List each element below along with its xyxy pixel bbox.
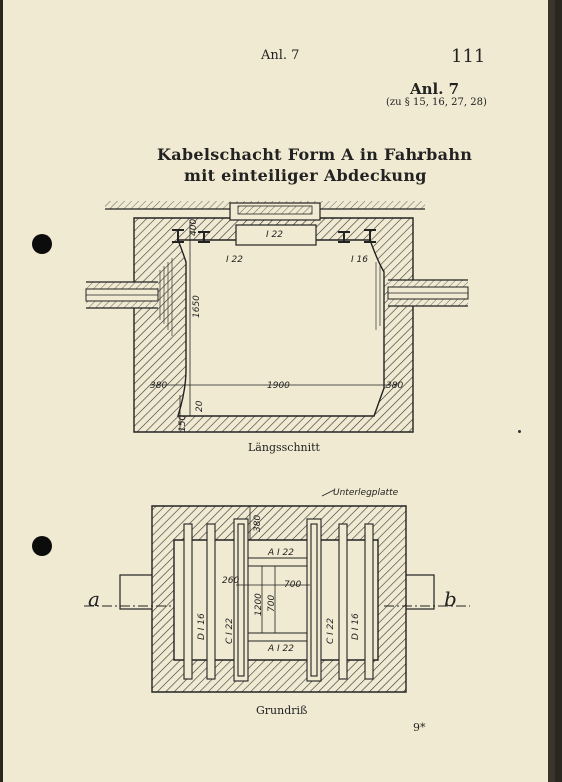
section-point-a: a xyxy=(88,587,100,611)
beam-label-c-left: C I 22 xyxy=(225,618,235,644)
beam-a-bottom xyxy=(243,632,311,642)
dim-left-wall: 380 xyxy=(150,381,167,391)
cable-duct-right xyxy=(387,279,469,307)
punch-hole-bottom xyxy=(32,536,52,556)
longitudinal-section: 400 1650 380 1900 380 20 150 I 22 I 22 I… xyxy=(85,201,469,433)
dim-700-v: 700 xyxy=(267,595,277,612)
plan-duct-left xyxy=(119,574,157,610)
beam-d-right xyxy=(364,523,374,680)
caption-plan: Grundriß xyxy=(256,704,308,717)
dim-1200: 1200 xyxy=(254,593,264,616)
beam-a-top xyxy=(243,557,311,567)
beam-left-2 xyxy=(206,523,216,680)
beam-right-2 xyxy=(338,523,348,680)
dim-260: 260 xyxy=(222,576,239,586)
page-number: 111 xyxy=(451,46,486,67)
floor-plan: Unterlegplatte 380 260 700 1200 700 A I … xyxy=(84,488,470,693)
drawing-subtitle: mit einteiliger Abdeckung xyxy=(184,166,427,185)
beam-label-a-bottom: A I 22 xyxy=(267,644,294,654)
shaft-walls xyxy=(133,217,414,433)
speck xyxy=(518,430,521,433)
technical-drawing: 400 1650 380 1900 380 20 150 I 22 I 22 I… xyxy=(84,201,470,693)
plan-duct-right xyxy=(403,574,435,610)
caption-section: Längsschnitt xyxy=(248,441,320,454)
beam-label-right: I 16 xyxy=(351,255,368,265)
dim-right-wall: 380 xyxy=(386,381,403,391)
beam-label-d-right: D I 16 xyxy=(351,613,361,640)
cover-beam-box xyxy=(235,224,317,246)
beam-label-left: I 22 xyxy=(226,255,243,265)
beam-c-right xyxy=(306,518,322,682)
beam-label-a-top: A I 22 xyxy=(267,548,294,558)
dim-380: 380 xyxy=(253,515,263,532)
running-header: Anl. 7 xyxy=(261,48,300,63)
label-unterlegplatte: Unterlegplatte xyxy=(333,488,399,498)
dim-inner-width: 1900 xyxy=(267,381,290,391)
document-page: Anl. 7 111 Anl. 7 (zu § 15, 16, 27, 28) … xyxy=(3,0,555,782)
beam-c-left xyxy=(233,518,249,682)
beam-label-d-left: D I 16 xyxy=(197,613,207,640)
sheet-mark: 9* xyxy=(413,721,426,734)
drawing-title: Kabelschacht Form A in Fahrbahn xyxy=(157,145,473,164)
dim-floor-top: 20 xyxy=(195,400,205,412)
annex-reference: (zu § 15, 16, 27, 28) xyxy=(386,97,487,108)
beam-label-center: I 22 xyxy=(266,230,283,240)
dim-700-h: 700 xyxy=(284,580,301,590)
speck xyxy=(417,157,420,160)
beam-d-left xyxy=(183,523,193,680)
dim-height: 1650 xyxy=(192,295,202,318)
beam-label-c-right: C I 22 xyxy=(326,618,336,644)
cable-duct-left xyxy=(85,281,159,309)
dim-top-slab: 400 xyxy=(189,219,199,236)
page-edge xyxy=(548,0,555,782)
annex-label: Anl. 7 xyxy=(410,80,460,98)
dim-floor: 150 xyxy=(178,415,188,432)
punch-hole-top xyxy=(32,234,52,254)
section-point-b: b xyxy=(444,587,457,611)
